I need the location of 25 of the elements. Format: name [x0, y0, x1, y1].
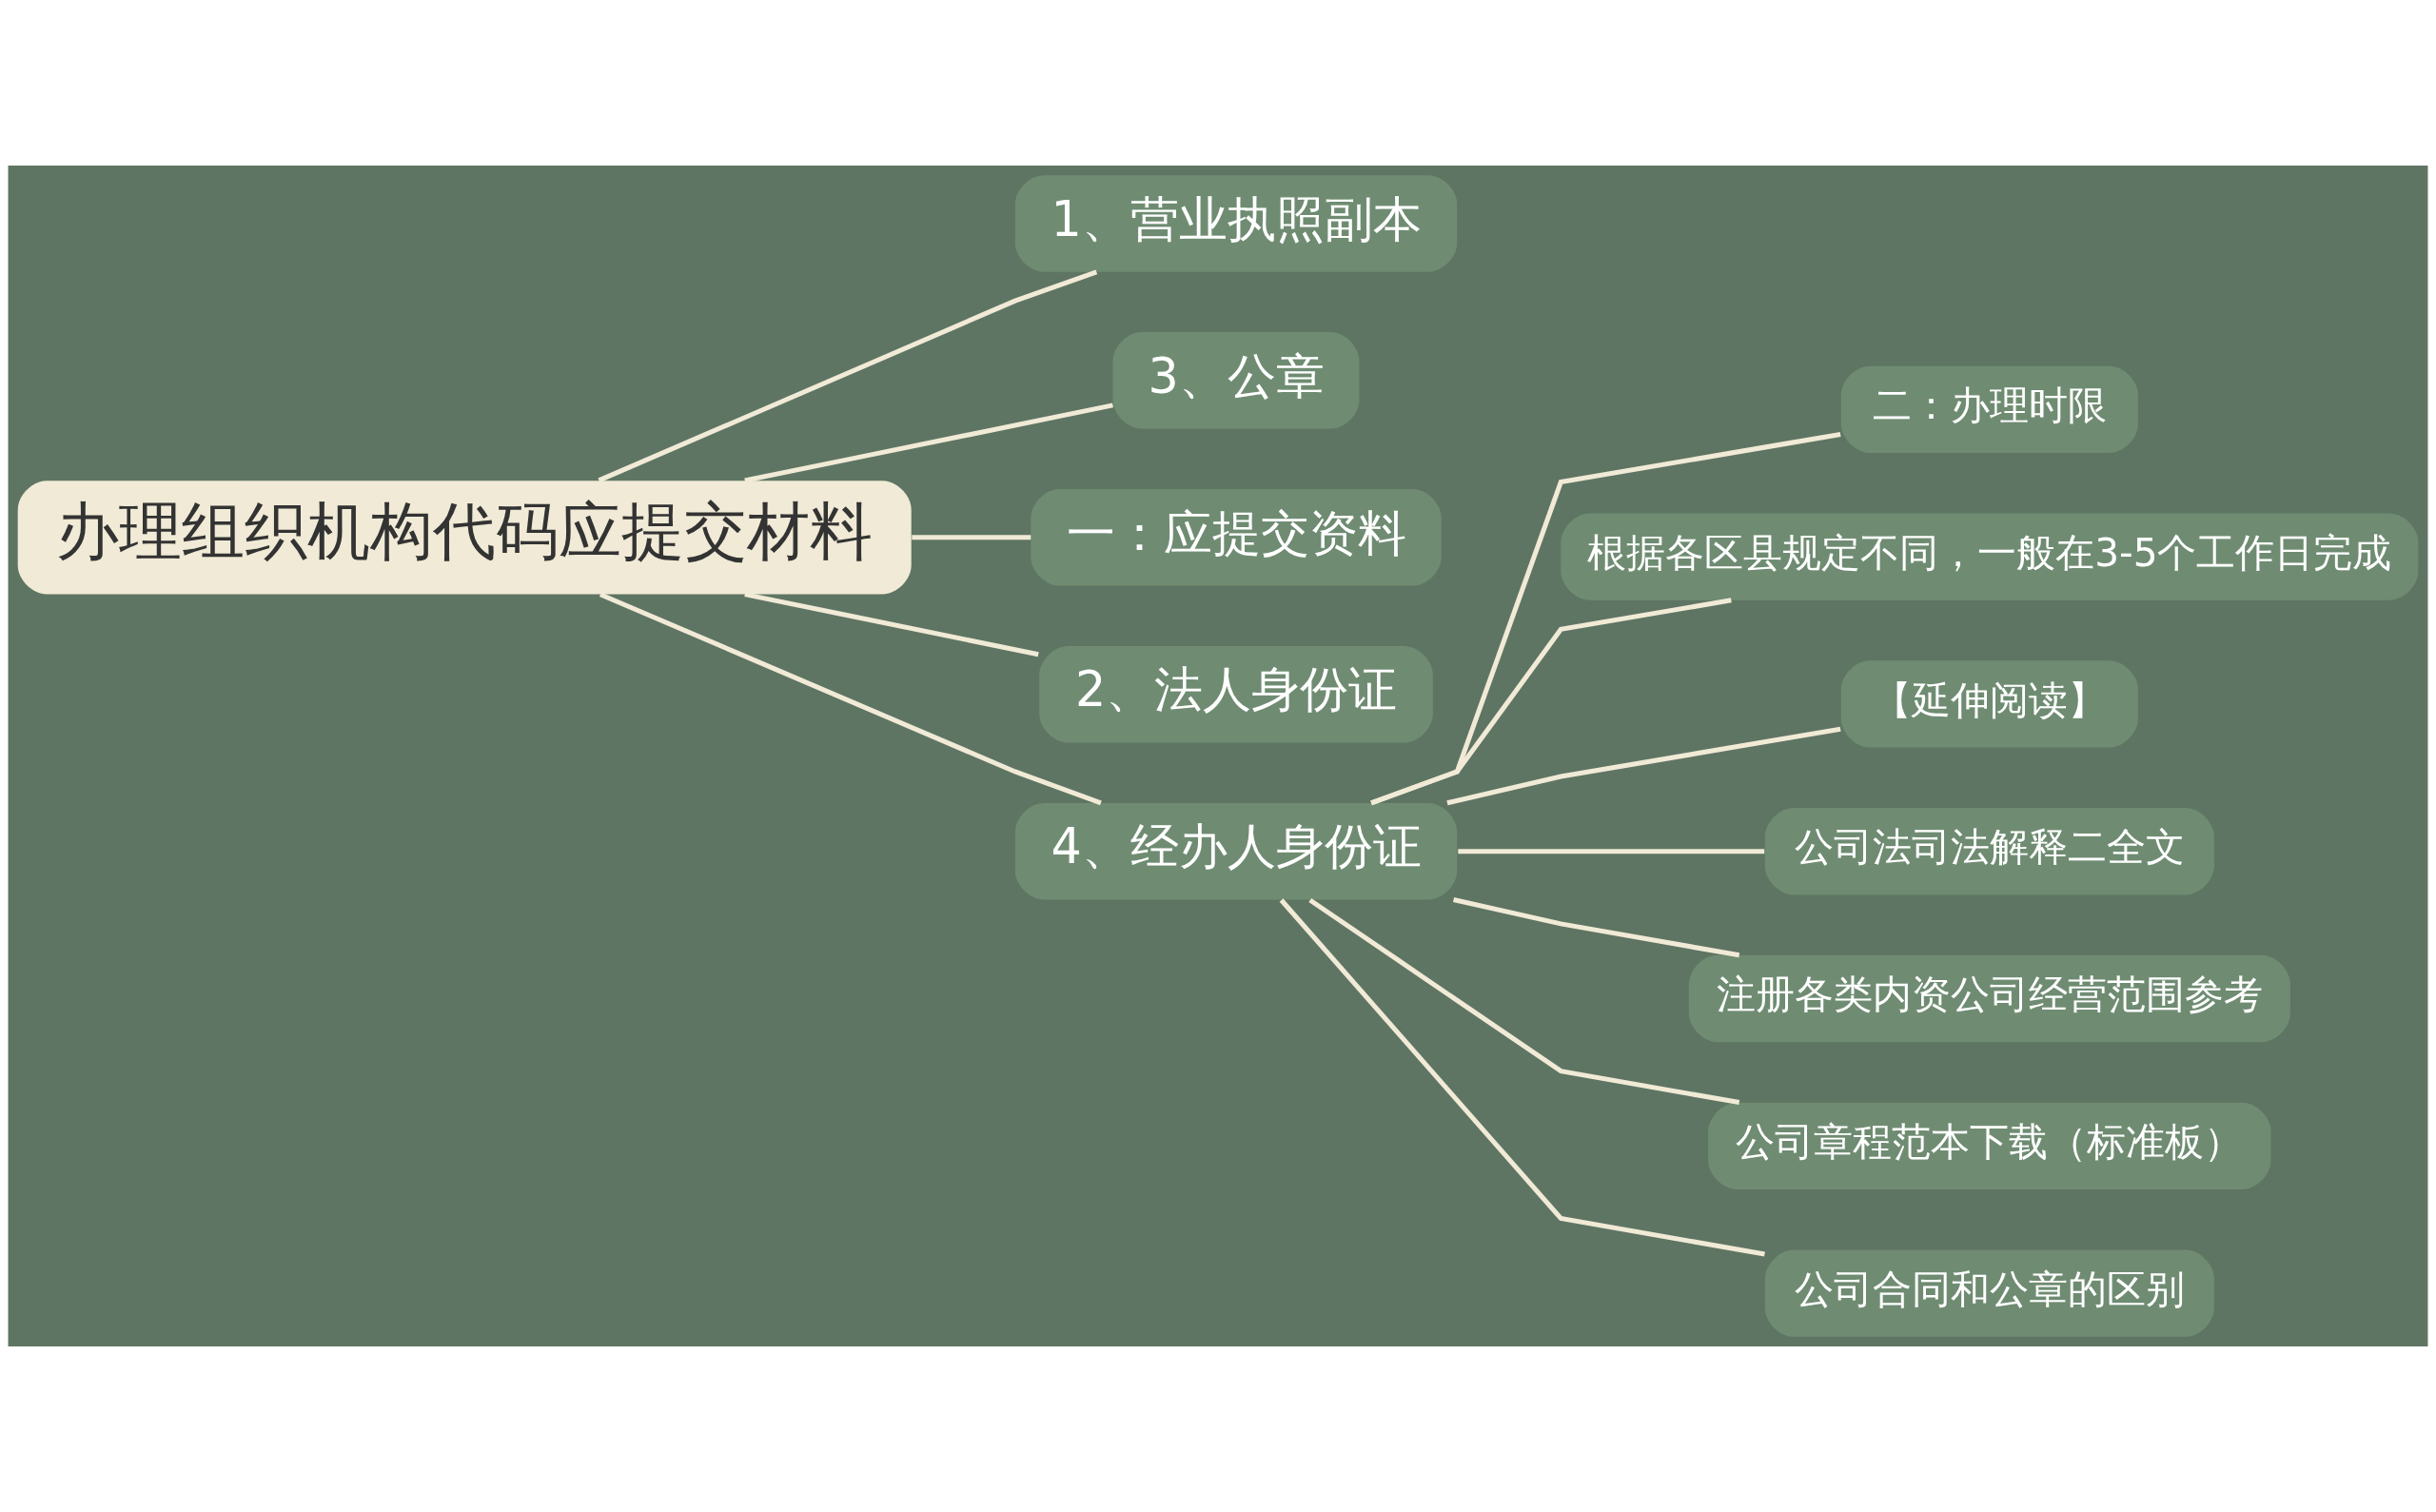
connector	[598, 269, 1098, 483]
node-box: 【延伸阅读】	[1840, 660, 2138, 748]
connector	[912, 535, 1031, 540]
connector	[1446, 726, 1841, 806]
node-box: 3、公章	[1112, 332, 1360, 429]
node-box: 4、经办人身份证	[1014, 803, 1458, 900]
connector	[1458, 849, 1765, 854]
node-box: 注册各类内资公司经营范围参考	[1688, 954, 2290, 1043]
node-box: 一：应提交资料	[1031, 489, 1442, 586]
node-box: 公司章程范本下载（标准板）	[1708, 1102, 2271, 1190]
connector	[1370, 598, 1732, 806]
node-box: 1、营业执照副本	[1014, 175, 1458, 272]
node-box: 办理组织机构代码应提交材料	[17, 481, 912, 595]
node-box: 根据各区县规定不同，一般在3-5个工作日完成	[1561, 513, 2419, 600]
connector	[1453, 897, 1740, 958]
connector	[599, 592, 1102, 806]
connector	[1308, 897, 1740, 1106]
node-box: 二：办理时限	[1840, 365, 2138, 453]
connector	[744, 403, 1113, 483]
node-box: 公司法司法解释二全文	[1764, 808, 2214, 895]
node-box: 公司合同和公章的区别	[1764, 1249, 2214, 1337]
node-box: 2、法人身份证	[1039, 646, 1433, 743]
connector	[744, 592, 1039, 658]
connector	[1370, 432, 1841, 806]
connector	[1279, 898, 1765, 1257]
